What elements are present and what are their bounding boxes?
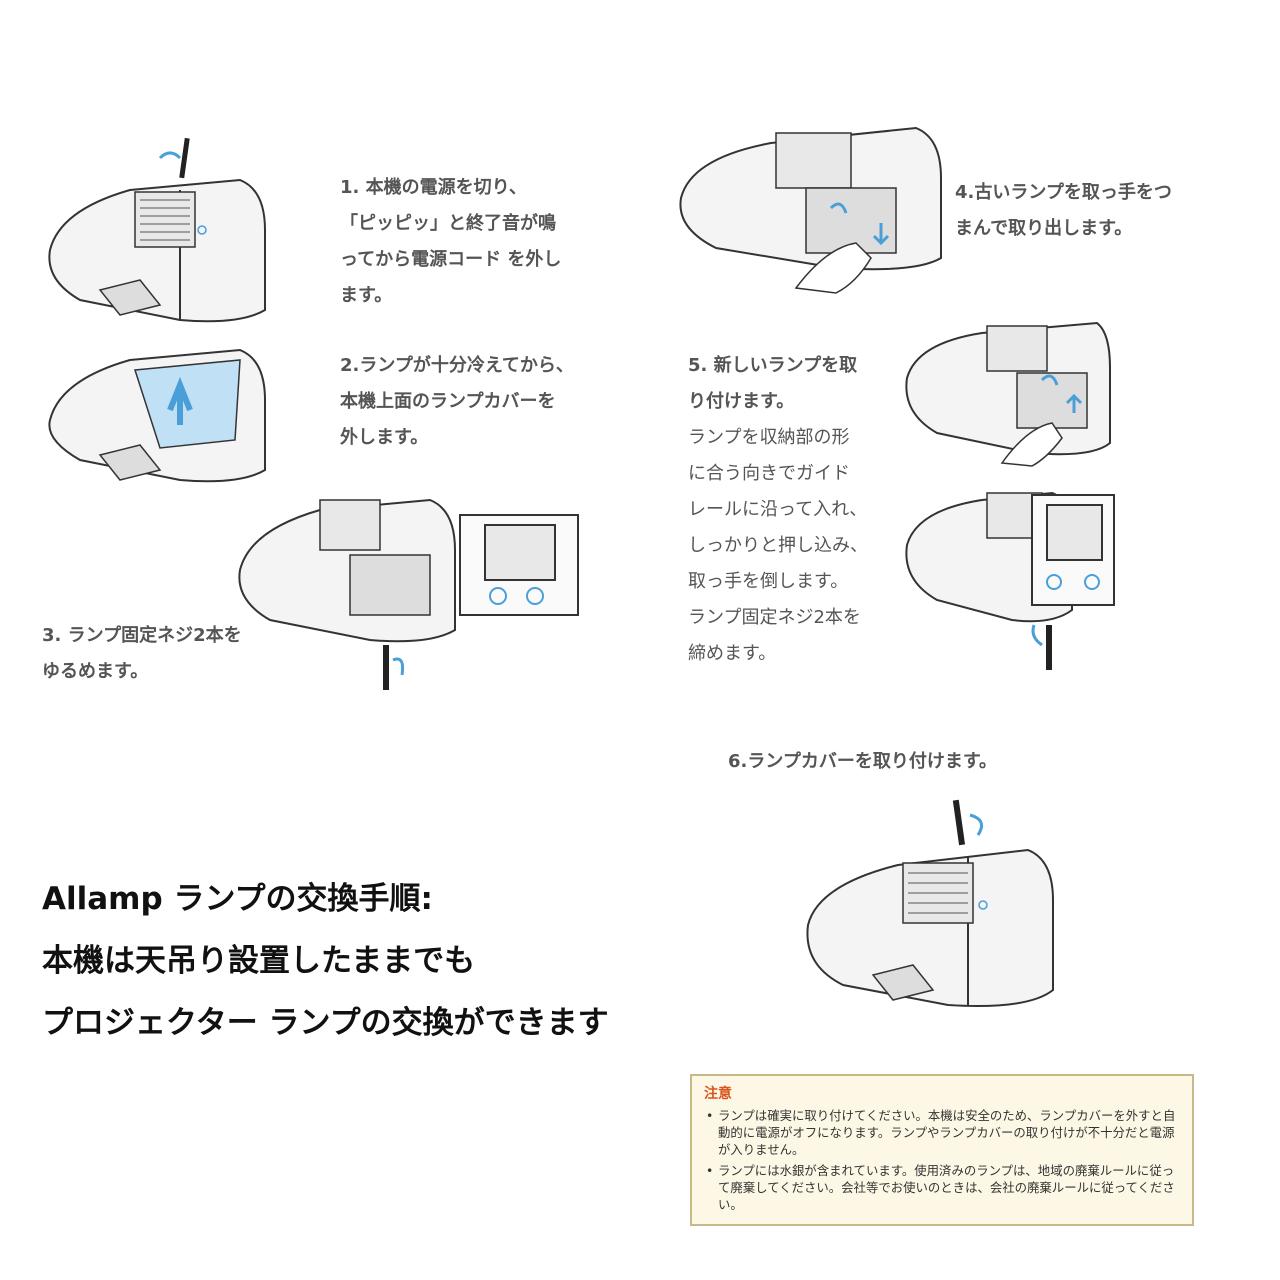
lens-window [98, 279, 162, 316]
rotate-arrow-icon [158, 151, 182, 160]
step4-text: 4.古いランプを取っ手をつ まんで取り出します。 [955, 182, 1172, 239]
screw-highlight [489, 587, 507, 605]
vent-grille [902, 862, 974, 924]
step3-text: 3. ランプ固定ネジ2本を ゆるめます。 [42, 625, 242, 682]
rotate-arrow-icon [1031, 624, 1043, 647]
step2-text: 2.ランプが十分冷えてから、 本機上面のランプカバーを 外します。 [340, 355, 574, 448]
projector-illustration [48, 178, 266, 323]
notice-item: ランプには水銀が含まれています。使用済みのランプは、地域の廃棄ルールに従って廃棄… [704, 1162, 1180, 1213]
screwdriver-icon [1046, 625, 1052, 670]
step5-text: 5. 新しいランプを取 り付けます。 ランプを収納部の形 に合う向きでガイド レ… [688, 355, 868, 664]
headline-line: 本機は天吊り設置したままでも [42, 943, 476, 979]
step5-illustration-b [902, 485, 1117, 675]
hand-illustration [794, 242, 872, 294]
screw-highlight [526, 587, 544, 605]
detail-inset [1031, 494, 1115, 606]
step1-illustration [40, 130, 270, 330]
step3-illustration [230, 480, 580, 700]
step6-text: 6.ランプカバーを取り付けます。 [728, 751, 998, 772]
rotate-arrow-icon [1040, 374, 1059, 386]
rotate-arrow-icon [829, 202, 848, 214]
step1-text: 1. 本機の電源を切り、 「ピッピッ」と終了音が鳴 ってから電源コード を外し … [340, 177, 562, 306]
notice-title: 注意 [704, 1086, 732, 1102]
step6-illustration [798, 795, 1058, 1025]
screwdriver-icon [952, 799, 966, 846]
detail-inset [459, 514, 579, 616]
headline-line: プロジェクター ランプの交換ができます [42, 1005, 609, 1041]
lens-window [98, 444, 162, 481]
down-arrow-icon [872, 223, 890, 246]
up-arrow-icon [1065, 393, 1083, 413]
hand-illustration [1000, 422, 1063, 467]
step2-illustration [40, 340, 270, 490]
headline-line: Allamp ランプの交換手順: [42, 881, 433, 917]
screw-highlight [1084, 574, 1100, 590]
screwdriver-icon [383, 645, 389, 690]
up-arrow-icon [167, 376, 193, 425]
screwdriver-icon [179, 137, 190, 179]
caution-notice: 注意 ランプは確実に取り付けてください。本機は安全のため、ランプカバーを外すと自… [690, 1074, 1194, 1226]
vent-grille [134, 191, 196, 248]
screw-highlight [1046, 574, 1062, 590]
headline: Allamp ランプの交換手順: 本機は天吊り設置したままでも プロジェクター … [42, 868, 609, 1054]
rotate-arrow-icon [392, 657, 405, 676]
lens-window [871, 964, 935, 1001]
step5-illustration-a [902, 318, 1112, 468]
notice-list: ランプは確実に取り付けてください。本機は安全のため、ランプカバーを外すと自動的に… [704, 1107, 1180, 1213]
rotate-arrow-icon [969, 813, 984, 836]
step4-illustration [676, 118, 946, 298]
projector-illustration [806, 848, 1054, 1007]
notice-item: ランプは確実に取り付けてください。本機は安全のため、ランプカバーを外すと自動的に… [704, 1107, 1180, 1158]
